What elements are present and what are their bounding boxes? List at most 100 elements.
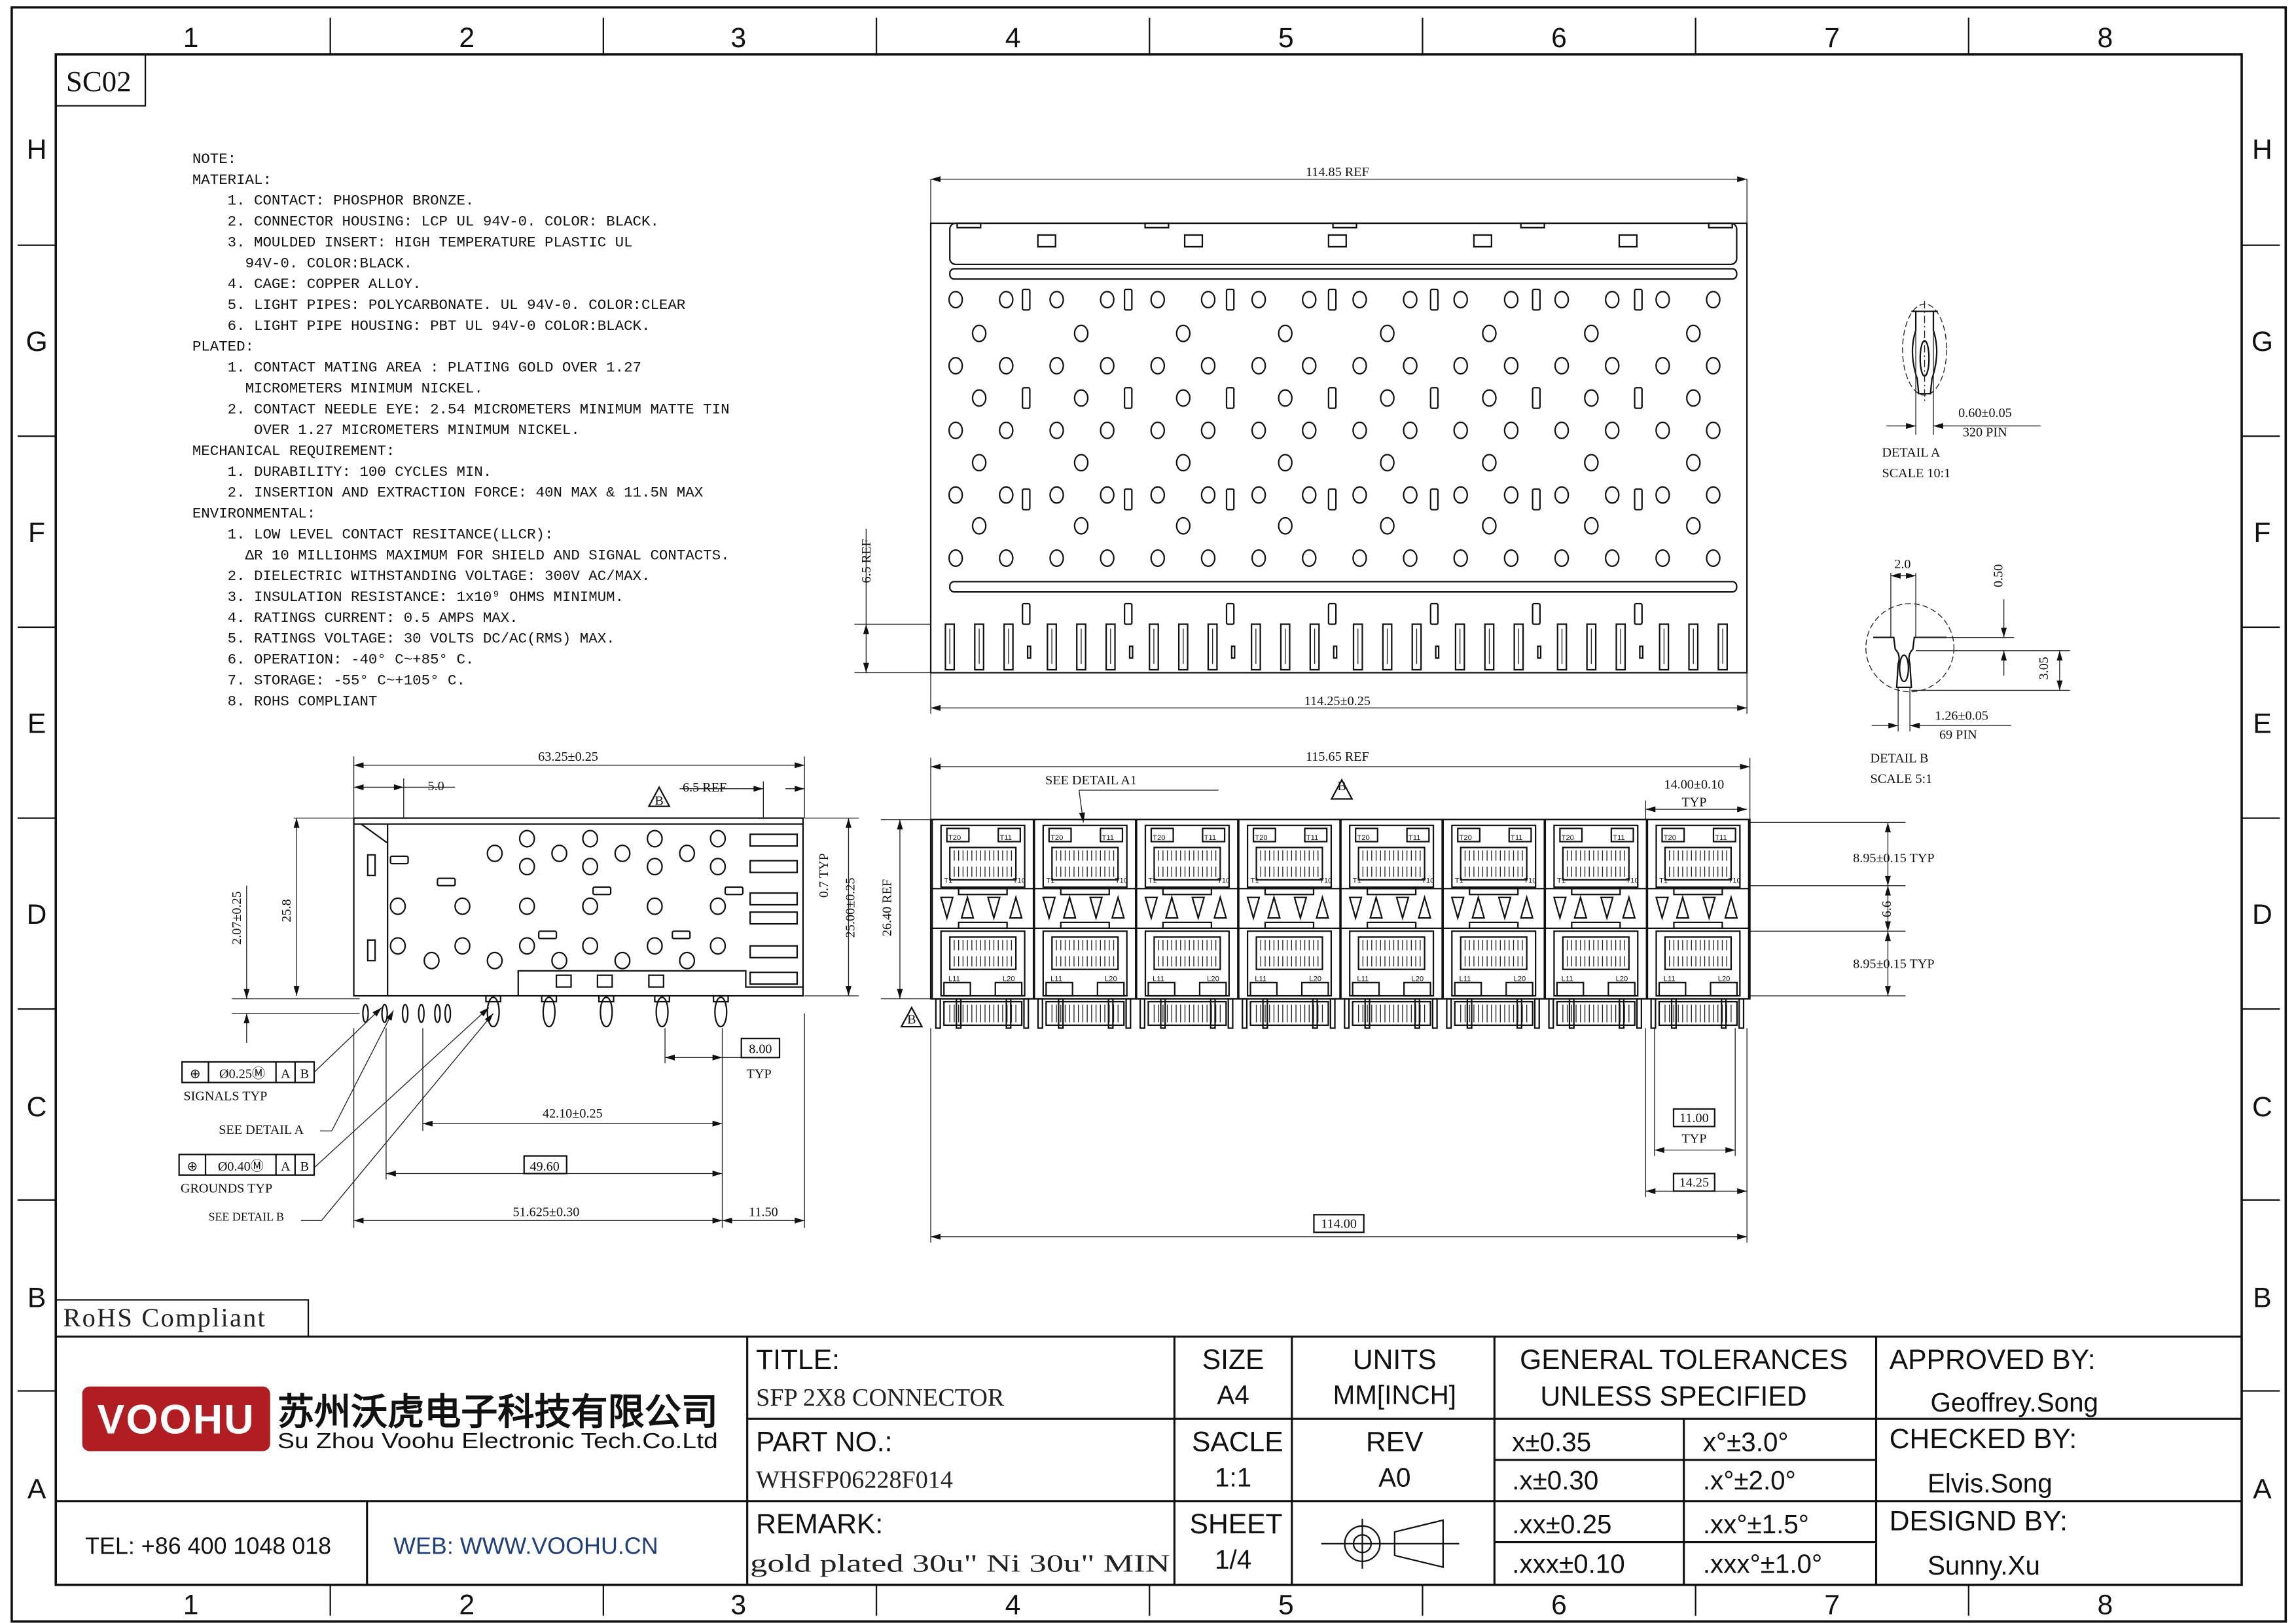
contact-finger: [1382, 623, 1393, 671]
spring-tab: [538, 930, 558, 939]
vent-hole: [1655, 549, 1670, 567]
rev-label: REV: [1366, 1427, 1424, 1458]
light-pipe-arrow: [1395, 896, 1410, 921]
note-line: MECHANICAL REQUIREMENT:: [192, 443, 395, 460]
note-line: 2. CONTACT NEEDLE EYE: 2.54 MICROMETERS …: [228, 401, 730, 418]
size-label: SIZE: [1202, 1344, 1265, 1376]
side-ref: 6.5 REF: [683, 780, 726, 795]
drawing-title: SFP 2X8 CONNECTOR: [756, 1384, 1005, 1412]
upper-contact-block: [1153, 847, 1221, 881]
ground-pin: [1650, 998, 1657, 1029]
tolerance-linear: .x±0.30: [1512, 1465, 1598, 1495]
port-label-l20: L20: [1513, 976, 1526, 983]
ground-pin: [956, 998, 962, 1029]
side-view: [232, 756, 859, 1228]
company-logo: VOOHU 苏州沃虎电子科技有限公司 Su Zhou Voohu Electro…: [82, 1386, 718, 1453]
light-pipe-arrow: [1520, 894, 1534, 919]
lower-window: [1607, 981, 1636, 997]
part-no-label: PART NO.:: [756, 1427, 892, 1458]
top-tab: [1332, 222, 1357, 228]
latch-window: [1618, 234, 1638, 248]
web-link[interactable]: WEB: WWW.VOOHU.CN: [393, 1533, 658, 1559]
press-fit-tail: [943, 1000, 1023, 1027]
tolerance-linear: .xxx±0.10: [1512, 1549, 1624, 1579]
stiffening-rail: [949, 268, 1738, 280]
vent-hole: [1150, 549, 1166, 567]
lower-contact-block: [1562, 936, 1630, 970]
spring-tab: [1327, 488, 1337, 511]
spring-tab: [389, 855, 409, 865]
vent-hole: [1453, 421, 1468, 439]
ground-pin: [1636, 998, 1642, 1029]
vent-hole: [1655, 291, 1670, 309]
light-pipe-arrow: [987, 896, 1001, 921]
lower-port: [1349, 930, 1435, 997]
side-p4: 11.50: [749, 1205, 778, 1220]
vent-hole: [1073, 517, 1089, 535]
contact-finger: [1513, 623, 1524, 671]
zone-row-label: C: [2252, 1091, 2272, 1123]
led-window: [1252, 828, 1276, 843]
port-label-t10: T10: [1524, 877, 1536, 884]
vent-hole: [1175, 454, 1191, 472]
vent-hole: [1686, 324, 1701, 342]
spring-tab: [1225, 488, 1235, 511]
side-body-outline: [353, 817, 804, 997]
note-line: 2. CONNECTOR HOUSING: LCP UL 94V-0. COLO…: [228, 213, 659, 230]
vent-hole: [1200, 549, 1216, 567]
signal-pin: [434, 1004, 441, 1023]
signal-pin: [381, 1004, 388, 1023]
vent-hole: [1302, 291, 1317, 309]
basic-dim-box: [1313, 1214, 1365, 1233]
spring-tab: [592, 886, 612, 896]
approved-by: Geoffrey.Song: [1931, 1387, 2099, 1417]
vent-hole: [1302, 549, 1317, 567]
side-slot: [367, 939, 376, 962]
port-label-t11: T11: [999, 834, 1011, 842]
vent-hole: [1073, 454, 1089, 472]
company-name-en: Su Zhou Voohu Electronic Tech.Co.Ltd: [278, 1429, 718, 1453]
vent-hole: [1251, 291, 1266, 309]
zone-row-label: A: [2253, 1473, 2272, 1504]
zone-column-label: 3: [730, 1590, 746, 1621]
vent-hole: [1049, 357, 1064, 375]
hatched-hole: [1482, 389, 1497, 407]
fcf-signals: ⊕ Ø0.25Ⓜ A B: [181, 1061, 315, 1084]
vent-hole: [1584, 454, 1599, 472]
vent-hole: [1554, 357, 1570, 375]
finger-dot: [1026, 645, 1031, 659]
light-pipe-arrow: [1213, 894, 1227, 919]
ground-pin: [1262, 998, 1268, 1029]
zone-column-label: 3: [730, 22, 746, 54]
spring-tab: [1022, 387, 1031, 409]
housing-window: [555, 974, 572, 988]
side-pin-length: 2.07±0.25: [230, 891, 244, 945]
vent-hole: [1380, 324, 1395, 342]
light-pipe-arrow: [940, 896, 954, 921]
port-label-l20: L20: [1411, 976, 1424, 983]
title-block: VOOHU 苏州沃虎电子科技有限公司 Su Zhou Voohu Electro…: [54, 1335, 2243, 1586]
light-pipe-arrow: [1676, 894, 1690, 919]
top-tab: [1708, 222, 1733, 228]
vent-hole: [1352, 486, 1367, 504]
spring-tab: [1429, 488, 1439, 511]
contact-finger: [1556, 623, 1568, 671]
ground-pin: [655, 996, 669, 1028]
light-pipe-arrow: [1622, 894, 1636, 919]
vent-hole: [679, 951, 696, 970]
approved-label: APPROVED BY:: [1890, 1344, 2096, 1376]
contact-finger: [944, 623, 956, 671]
port-label-t1: T1: [1251, 877, 1259, 884]
fcf-grounds-b: B: [300, 1159, 309, 1174]
light-pipe-arrow: [1246, 896, 1261, 921]
port-label-t1: T1: [1659, 877, 1668, 884]
contact-finger: [1076, 623, 1086, 671]
vent-hole: [1251, 486, 1266, 504]
light-pipe-slot: [749, 892, 798, 906]
spring-tab: [1634, 387, 1643, 409]
vent-hole: [1175, 324, 1191, 342]
light-pipe-arrow: [1600, 896, 1614, 921]
vent-hole: [1655, 421, 1670, 439]
